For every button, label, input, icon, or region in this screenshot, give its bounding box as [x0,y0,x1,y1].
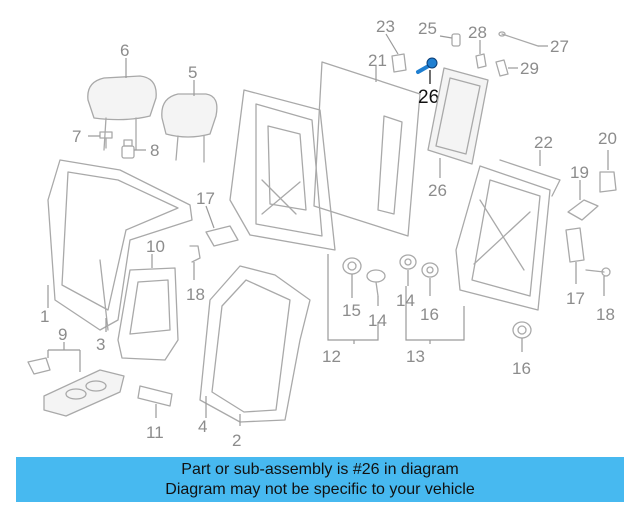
callout-24: 22 [534,133,553,152]
part-9-armrest [27,357,125,417]
part-14-bolt-b [399,254,417,270]
callout-15b: 16 [420,305,439,324]
part-2-seat-back [199,265,311,423]
callout-19: 17 [566,289,585,308]
callout-7: 7 [72,127,81,146]
callout-25: 23 [376,17,395,36]
caption-line-1: Part or sub-assembly is #26 in diagram [181,461,459,478]
callout-15a: 15 [342,301,361,320]
part-10-frame [117,267,179,361]
part-21-bracket [567,199,599,221]
part-26-bolt [416,57,438,74]
part-13-frame [455,159,561,311]
callout-11: 11 [146,423,164,442]
part-25-clip [391,53,407,73]
part-5-headrest [161,93,218,163]
callout-27: 25 [418,19,437,38]
callout-5: 5 [188,63,197,82]
part-14-bolt [366,269,386,297]
part-29-rod [498,31,539,47]
part-27-plug [451,33,461,47]
part-23-panel [313,61,421,237]
callout-23: 21 [368,51,387,70]
callout-2: 2 [232,431,241,450]
callout-29: 27 [550,37,569,56]
callout-14a: 14 [368,311,387,330]
callout-1: 1 [40,307,49,326]
parts-diagram: 6 5 7 8 1 3 10 9 [27,17,617,450]
part-16-washer [512,321,532,339]
callout-10: 10 [146,237,165,256]
part-1-cushion [47,159,193,331]
callout-18: 18 [186,285,205,304]
part-30-clip [475,53,487,69]
part-7-clip [99,131,113,149]
part-22-cap [599,171,617,193]
part-15-bushing-b [421,262,439,278]
part-8-guide [121,139,135,159]
callout-9: 9 [58,325,67,344]
callout-28: 26 [428,181,447,200]
callout-17: 17 [196,189,215,208]
part-15-bushing [342,257,362,275]
caption-banner: Part or sub-assembly is #26 in diagram D… [16,457,624,502]
callout-16: 16 [512,359,531,378]
part-28-frame-panel [427,67,489,165]
part-17-bracket [205,225,239,247]
callout-20: 18 [596,305,615,324]
callout-12: 12 [322,347,341,366]
callout-21: 19 [570,163,589,182]
part-11-cover [137,385,173,407]
callout-22: 20 [598,129,617,148]
callout-31: 29 [520,59,539,78]
part-20-pin [585,267,611,277]
caption-line-2: Diagram may not be specific to your vehi… [165,481,475,498]
callout-3: 3 [96,335,105,354]
callout-6: 6 [120,41,129,60]
part-6-headrest [87,75,157,151]
part-19-latch [565,227,585,263]
callout-14b: 14 [396,291,415,310]
callout-4: 4 [198,417,207,436]
callout-8: 8 [150,141,159,160]
part-18-hook [189,245,201,263]
part-31-clip [495,59,509,77]
callout-30: 28 [468,23,487,42]
part-12-frame [229,89,336,251]
callout-13: 13 [406,347,425,366]
callout-26: 26 [418,87,439,108]
